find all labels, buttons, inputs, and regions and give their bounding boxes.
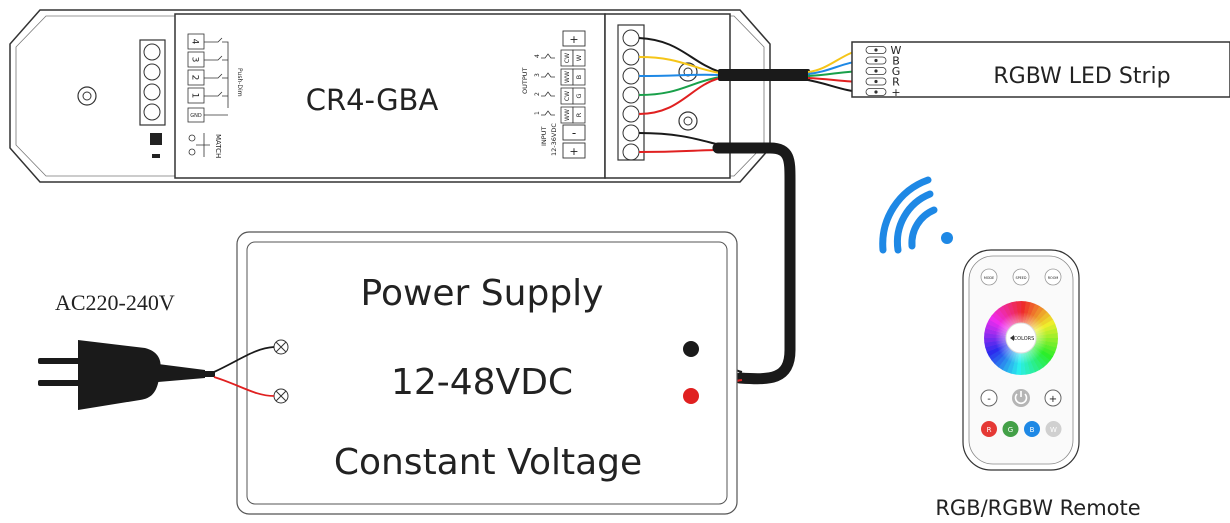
remote-caption: RGB/RGBW Remote <box>935 496 1140 520</box>
strip-pad-dot <box>874 58 878 63</box>
remote-color-button-label: R <box>987 426 992 434</box>
output-wires <box>638 37 721 115</box>
remote-top-button-label: ROOM <box>1048 276 1059 280</box>
zone-box <box>187 69 205 86</box>
gnd-label: GND <box>190 113 202 119</box>
output-channel-number: 2 <box>534 92 541 96</box>
output-label: OUTPUT <box>521 67 529 94</box>
svg-text:-: - <box>987 394 991 405</box>
output-color-label: W <box>575 54 583 61</box>
remote-color-button-label: B <box>1030 426 1035 434</box>
output-cct-label: WW <box>564 109 571 121</box>
output-color-label: B <box>575 75 583 79</box>
psu-title: Power Supply <box>361 273 604 314</box>
dc-terminal-negative <box>683 341 699 357</box>
remote-color-button-label: W <box>1050 426 1057 434</box>
remote: MODE SPEED ROOM COLORS - + R G B W RGB/RGBW R… <box>935 249 1141 520</box>
remote-top-button <box>980 268 998 286</box>
input-cable <box>712 142 796 385</box>
zone-label: 4 <box>190 39 200 45</box>
zone-boxes: 4 3 2 1 <box>187 33 205 104</box>
zone-label: 3 <box>190 57 200 63</box>
led-symbol <box>541 72 555 78</box>
controller-model: CR4-GBA <box>306 83 439 117</box>
strip-pad-dot <box>874 79 878 84</box>
controller-body <box>174 13 606 179</box>
remote-color-button-label: G <box>1008 426 1013 434</box>
mount-hole-right-top <box>678 62 698 82</box>
strip-pin-label: G <box>892 65 901 78</box>
color-wheel <box>984 301 1058 375</box>
output-color-box <box>572 68 586 86</box>
output-color-box <box>572 106 586 124</box>
zone-box <box>187 33 205 50</box>
output-plus: + <box>569 33 578 46</box>
remote-top-button-label: MODE <box>984 276 994 280</box>
input-plus: + <box>569 145 578 158</box>
output-channel-number: 1 <box>534 111 541 115</box>
power-supply: Power Supply 12-48VDC Constant Voltage <box>236 231 738 515</box>
mount-hole-left <box>77 86 97 106</box>
output-color-box <box>572 49 586 67</box>
output-cct-label: WW <box>564 71 571 83</box>
input-minus: - <box>572 126 576 140</box>
strip-pad-dot <box>874 69 878 73</box>
led-symbol <box>541 53 555 59</box>
strip-pin-label: R <box>892 76 900 89</box>
led-strip-label: RGBW LED Strip <box>993 64 1170 89</box>
pushdim-label: Push-Dim <box>236 68 243 97</box>
remote-color-button <box>1024 421 1040 437</box>
match-label: MATCH <box>214 134 222 158</box>
psu-voltage: 12-48VDC <box>391 362 573 403</box>
remote-top-button <box>1012 268 1030 286</box>
led-symbol <box>541 110 555 116</box>
remote-top-button <box>1044 268 1062 286</box>
remote-color-button <box>1045 421 1062 437</box>
input-label: INPUT <box>540 127 548 146</box>
zone-box <box>187 87 205 104</box>
svg-text:+: + <box>1049 394 1057 405</box>
output-cct-label: CW <box>564 53 571 63</box>
strip-pin-label: B <box>892 55 900 68</box>
output-channel-number: 3 <box>534 73 541 77</box>
match-button <box>150 133 162 145</box>
remote-color-button <box>981 421 997 437</box>
remote-color-button <box>1002 421 1019 437</box>
output-color-box <box>572 87 586 105</box>
output-cable <box>718 69 810 81</box>
mount-hole-right-bottom <box>678 111 698 131</box>
remote-top-button-label: SPEED <box>1015 276 1026 280</box>
output-color-label: G <box>575 93 583 98</box>
output-cct-label: CW <box>564 91 571 101</box>
remote-minus-button <box>980 389 998 407</box>
output-channel-number: 4 <box>534 54 541 58</box>
ac-terminal-l <box>273 339 289 355</box>
strip-pin-label: W <box>891 44 902 57</box>
output-terminal-block <box>617 24 645 161</box>
strip-pin-label: + <box>891 86 900 99</box>
ac-terminal-n <box>273 388 289 404</box>
ac-label: AC220-240V <box>55 290 175 315</box>
led-symbol <box>541 91 555 97</box>
psu-type: Constant Voltage <box>334 442 642 483</box>
wireless-signal-icon <box>879 176 953 254</box>
input-voltage: 12-36VDC <box>550 123 558 156</box>
remote-plus-button <box>1044 389 1062 407</box>
output-color-label: R <box>575 112 583 117</box>
remote-brand: COLORS <box>1014 336 1035 342</box>
zone-label: 2 <box>190 75 200 81</box>
strip-pad-dot <box>874 48 878 52</box>
dc-terminal-positive <box>683 388 699 404</box>
zone-box <box>187 51 205 68</box>
remote-power-button <box>1012 389 1030 407</box>
ac-plug: AC220-240V <box>38 290 275 410</box>
zone-label: 1 <box>190 93 200 99</box>
match-led <box>152 154 160 158</box>
strip-pad-dot <box>874 90 878 94</box>
